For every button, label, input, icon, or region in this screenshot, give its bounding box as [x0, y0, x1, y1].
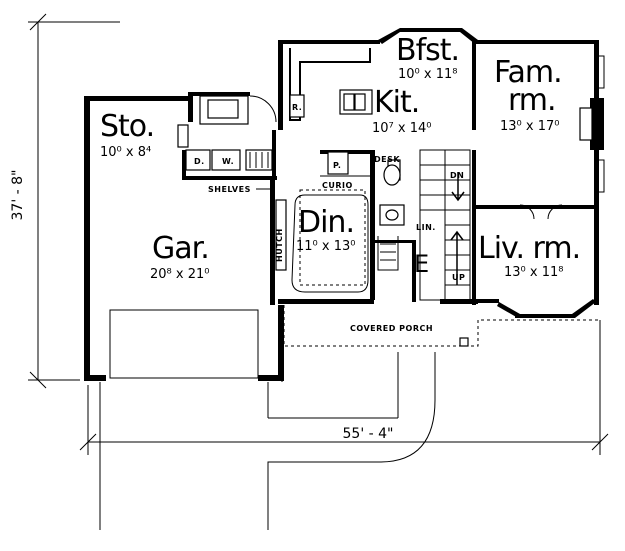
overall-width-label: 55' - 4"	[343, 426, 394, 442]
breakfast-room-size: 10⁰ x 11⁸	[398, 67, 457, 82]
living-room-name: Liv. rm.	[478, 231, 580, 266]
kitchen-room-size: 10⁷ x 14⁰	[372, 121, 431, 136]
garage-door	[109, 309, 259, 379]
down-label: DN	[450, 171, 464, 180]
overall-height-label: 37' - 8"	[10, 170, 26, 221]
garage-room-name: Gar.	[152, 231, 209, 266]
dimension-lines	[28, 13, 609, 455]
dining-room-size: 11⁰ x 13⁰	[296, 239, 355, 254]
family-fixtures	[519, 55, 605, 220]
room-labels: Sto. 10⁰ x 8⁴ Bfst. 10⁰ x 11⁸ Fam. rm. 1…	[100, 33, 581, 282]
shelves-label: SHELVES	[208, 185, 251, 194]
range-label: R.	[292, 103, 302, 112]
entry-label: E	[414, 250, 428, 278]
stair-fixtures	[377, 149, 471, 301]
porch-label: COVERED PORCH	[350, 324, 433, 333]
storage-fixtures	[177, 95, 277, 171]
garage-room-size: 20⁸ x 21⁰	[150, 267, 209, 282]
covered-porch	[283, 305, 600, 347]
breakfast-room-name: Bfst.	[396, 33, 459, 68]
dining-room-name: Din.	[298, 205, 354, 240]
linen-label: LIN.	[416, 223, 436, 232]
storage-room-name: Sto.	[100, 109, 154, 144]
living-room-size: 13⁰ x 11⁸	[504, 265, 563, 280]
hutch-label: HUTCH	[275, 228, 284, 262]
up-label: UP	[452, 273, 465, 282]
dishwasher-label: D.	[194, 157, 205, 166]
family-room-name-line2: rm.	[508, 83, 556, 118]
desk-label: DESK	[374, 155, 400, 164]
kitchen-room-name: Kit.	[374, 85, 419, 120]
curio-label: CURIO	[322, 181, 353, 190]
family-room-name-line1: Fam.	[494, 55, 562, 90]
washer-label: W.	[222, 157, 234, 166]
dining-fixtures	[275, 189, 369, 293]
family-room-size: 13⁰ x 17⁰	[500, 119, 559, 134]
pantry-label: P.	[333, 161, 341, 170]
storage-room-size: 10⁰ x 8⁴	[100, 145, 151, 160]
